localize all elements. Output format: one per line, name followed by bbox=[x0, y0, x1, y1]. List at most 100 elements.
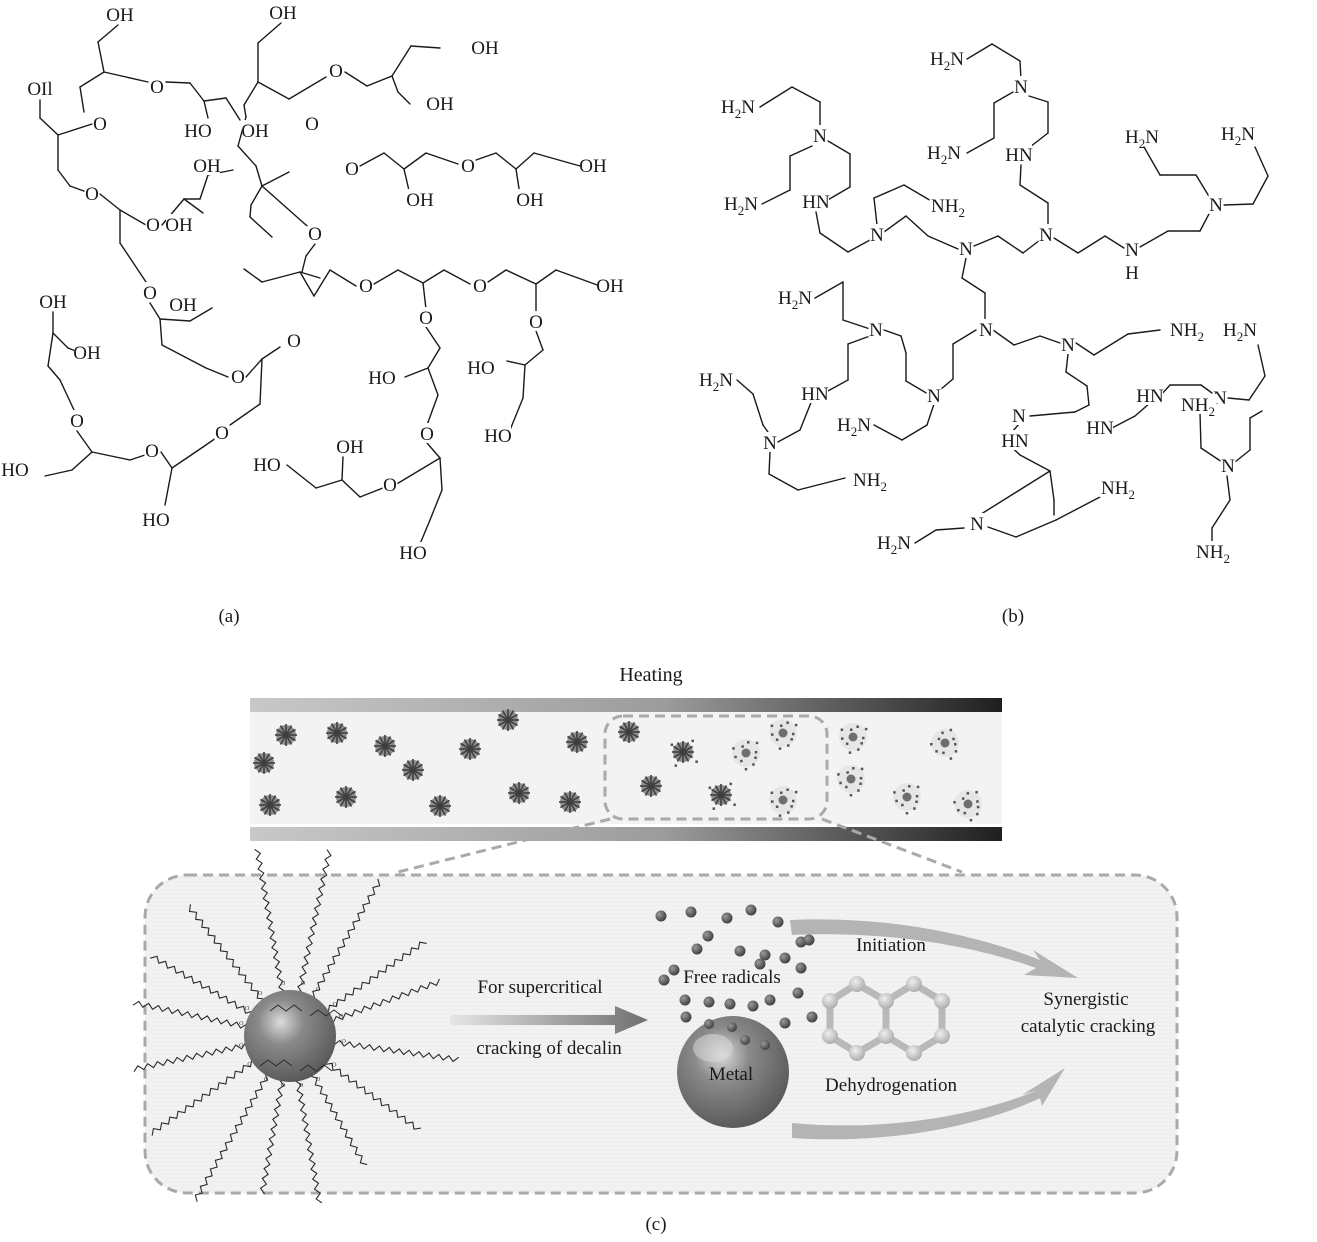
panel-a-bond bbox=[555, 269, 601, 287]
panel-b-bond bbox=[759, 86, 793, 108]
panel-a-atom-label: O bbox=[419, 308, 433, 329]
particle-spike bbox=[336, 726, 347, 734]
panel-a-bond bbox=[257, 22, 282, 44]
panel-a-bond bbox=[373, 269, 399, 285]
particle-spike bbox=[276, 728, 287, 736]
free-radical bbox=[727, 1022, 737, 1032]
particle-spike bbox=[433, 796, 441, 807]
free-radical bbox=[779, 952, 791, 964]
panel-a-atom-mask bbox=[472, 37, 498, 57]
panel-a-atom-label: O bbox=[420, 424, 434, 445]
panel-b-bond bbox=[1074, 404, 1090, 413]
radical-fragment bbox=[740, 759, 743, 763]
panel-b-bond bbox=[873, 424, 903, 441]
panel-a-bond bbox=[427, 347, 441, 369]
radical-fragment bbox=[952, 737, 955, 741]
particle-spike bbox=[257, 753, 265, 764]
panel-a-bond bbox=[171, 446, 204, 469]
metal-core bbox=[778, 795, 788, 805]
panel-a-atom-label: O bbox=[231, 367, 245, 388]
particle-spike bbox=[412, 769, 423, 777]
particle-spike bbox=[720, 794, 728, 805]
particle-spike bbox=[263, 762, 274, 770]
panel-a-bond bbox=[535, 330, 544, 351]
panel-b-bond bbox=[1015, 519, 1057, 538]
particle-spike bbox=[650, 785, 661, 793]
metal-core bbox=[940, 738, 950, 748]
panel-a-atom-label: O bbox=[305, 114, 319, 135]
intact-particle bbox=[335, 786, 357, 808]
panel-b-atom-mask bbox=[722, 193, 760, 213]
particle-spike bbox=[720, 794, 731, 802]
panel-a-atom-mask bbox=[21, 78, 59, 98]
particle-spike bbox=[641, 785, 652, 793]
panel-a-atom-label: O bbox=[359, 276, 373, 297]
dispersed-particle bbox=[769, 719, 798, 750]
panel-a-bond bbox=[259, 358, 263, 405]
particle-spike bbox=[439, 805, 447, 816]
particle-spike bbox=[507, 719, 518, 727]
panel-b-bond bbox=[1234, 449, 1251, 463]
panel-a-atom-mask bbox=[142, 282, 158, 302]
panel-a-bond bbox=[103, 71, 149, 83]
panel-a-atom-mask bbox=[344, 158, 360, 178]
arrow-label-line1: For supercritical bbox=[477, 977, 602, 998]
radical-fragment bbox=[674, 764, 678, 767]
radical-fragment bbox=[963, 811, 967, 815]
free-radical bbox=[779, 1017, 791, 1029]
panel-b-bond bbox=[1104, 235, 1125, 249]
intact-particle bbox=[640, 775, 662, 797]
intact-particle bbox=[566, 731, 588, 753]
panel-b-atom-mask bbox=[812, 125, 828, 145]
panel-a-atom-mask bbox=[418, 307, 434, 327]
panel-a-bond bbox=[119, 209, 147, 226]
panel-b-bond bbox=[883, 329, 902, 337]
panel-a-atom-label: O bbox=[143, 283, 157, 304]
dispersed-particle bbox=[893, 783, 921, 815]
intact-particle bbox=[275, 724, 297, 746]
panel-a-bond bbox=[427, 367, 439, 396]
panel-a-bond bbox=[183, 198, 204, 214]
panel-a-bond bbox=[261, 185, 307, 226]
particle-spike bbox=[644, 776, 652, 787]
metal-core bbox=[741, 748, 751, 758]
panel-a-atom-label: HO bbox=[368, 368, 395, 389]
panel-a-bond bbox=[99, 193, 121, 211]
panel-a-atom-label: O bbox=[345, 159, 359, 180]
radical-fragment bbox=[734, 755, 737, 759]
intact-particle bbox=[374, 735, 396, 757]
particle-spike bbox=[339, 796, 347, 807]
panel-b-bond bbox=[1223, 203, 1254, 206]
panel-a-bond bbox=[159, 318, 163, 346]
panel-a-bond bbox=[250, 185, 263, 206]
panel-a-bond bbox=[426, 394, 439, 426]
particle-spike bbox=[327, 726, 338, 734]
panel-a-atom-mask bbox=[337, 436, 363, 456]
panel-a-bond bbox=[189, 307, 213, 322]
particle-spike bbox=[276, 734, 287, 742]
panel-b-atom-mask bbox=[803, 191, 829, 211]
panel-b-atom-mask bbox=[1208, 194, 1224, 214]
panel-b-bond bbox=[761, 189, 791, 205]
decalin-carbon-atom bbox=[906, 1045, 922, 1061]
panel-a-atom-mask bbox=[580, 155, 606, 175]
panel-b-bond bbox=[991, 43, 1021, 62]
free-radical bbox=[734, 945, 746, 957]
metal-core bbox=[778, 728, 788, 738]
panel-a-atom-mask bbox=[84, 183, 100, 203]
particle-spike bbox=[469, 739, 477, 750]
panel-a-atom-mask bbox=[427, 93, 453, 113]
particle-spike bbox=[576, 735, 587, 743]
panel-a-atom-label: HO bbox=[399, 543, 426, 564]
particle-spike bbox=[673, 751, 684, 759]
panel-a-bond bbox=[57, 123, 93, 136]
radical-fragment bbox=[754, 750, 758, 754]
panel-a-bond bbox=[383, 152, 405, 170]
radical-fragment bbox=[930, 743, 933, 746]
panel-b-bond bbox=[1139, 230, 1169, 248]
radical-fragment bbox=[778, 747, 782, 750]
free-radical bbox=[685, 906, 697, 918]
initiation-label: Initiation bbox=[856, 935, 926, 956]
panel-b-bond bbox=[1029, 411, 1076, 417]
